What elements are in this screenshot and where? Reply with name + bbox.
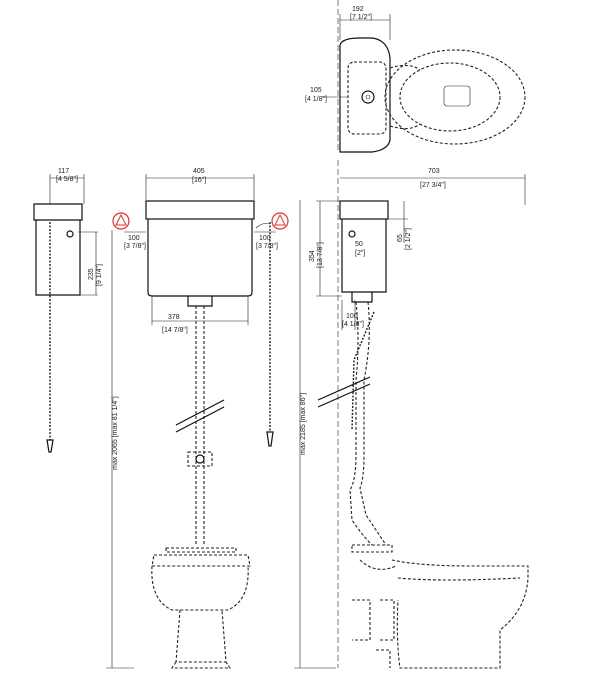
- dim-top-width-mm: 192: [352, 6, 364, 13]
- warning-icon-right: [271, 212, 289, 230]
- dim-seat-hole-in: [4 1/8"]: [305, 96, 327, 103]
- dim-pipe-offset-in: [4 1/8"]: [342, 321, 364, 328]
- dim-bracket-spacing-mm: 378: [168, 314, 180, 321]
- dim-side-depth-in: [4 5/8"]: [56, 176, 78, 183]
- dim-top-width-in: [7 1/2"]: [350, 14, 372, 21]
- dim-pipe-offset-mm: 100: [346, 313, 358, 320]
- small-side-view: 117 [4 5/8"] 235 [9 1/4"]: [33, 168, 103, 453]
- dim-front-width-in: [16"]: [192, 177, 206, 184]
- dim-lid-height-mm: 65: [397, 234, 404, 242]
- dim-front-width-mm: 405: [193, 168, 205, 175]
- dim-side-height-in: [13 7/8"]: [317, 242, 324, 268]
- dim-front-max-height: max 2065 [max 81 1/4"]: [112, 396, 119, 470]
- top-view: 192 [7 1/2"] 105 [4 1/8"]: [305, 0, 526, 153]
- dim-left-offset-in: [3 7/8"]: [124, 243, 146, 250]
- dim-side-max-height: max 2185 [max 86"]: [300, 393, 307, 455]
- dim-seat-hole-mm: 105: [310, 87, 322, 94]
- dim-projection-in: [27 3/4"]: [420, 182, 446, 189]
- dim-bracket-spacing-in: [14 7/8"]: [162, 327, 188, 334]
- dim-side-depth-mm: 117: [58, 168, 69, 175]
- dim-button-height-mm: 50: [355, 241, 363, 248]
- dim-right-offset-in: [3 7/8"]: [256, 243, 278, 250]
- dim-button-height-in: [2"]: [355, 250, 365, 257]
- warning-icon-left: [112, 212, 130, 230]
- dim-projection-mm: 703: [428, 168, 440, 175]
- dim-lid-height-in: [2 1/2"]: [405, 228, 412, 250]
- front-view: 405 [16"] 100 [3 7/8"] 100 [3 7/8"] 378 …: [106, 168, 278, 669]
- dim-side-height-mm: 354: [309, 250, 316, 262]
- dim-chain-drop-in: [9 1/4"]: [96, 264, 103, 286]
- dim-left-offset-mm: 100: [128, 235, 140, 242]
- dim-right-offset-mm: 100: [259, 235, 271, 242]
- dim-chain-drop-mm: 235: [88, 268, 95, 280]
- right-side-view: 703 [27 3/4"] 354 [13 7/8"] 65 [2 1/2"] …: [294, 160, 529, 669]
